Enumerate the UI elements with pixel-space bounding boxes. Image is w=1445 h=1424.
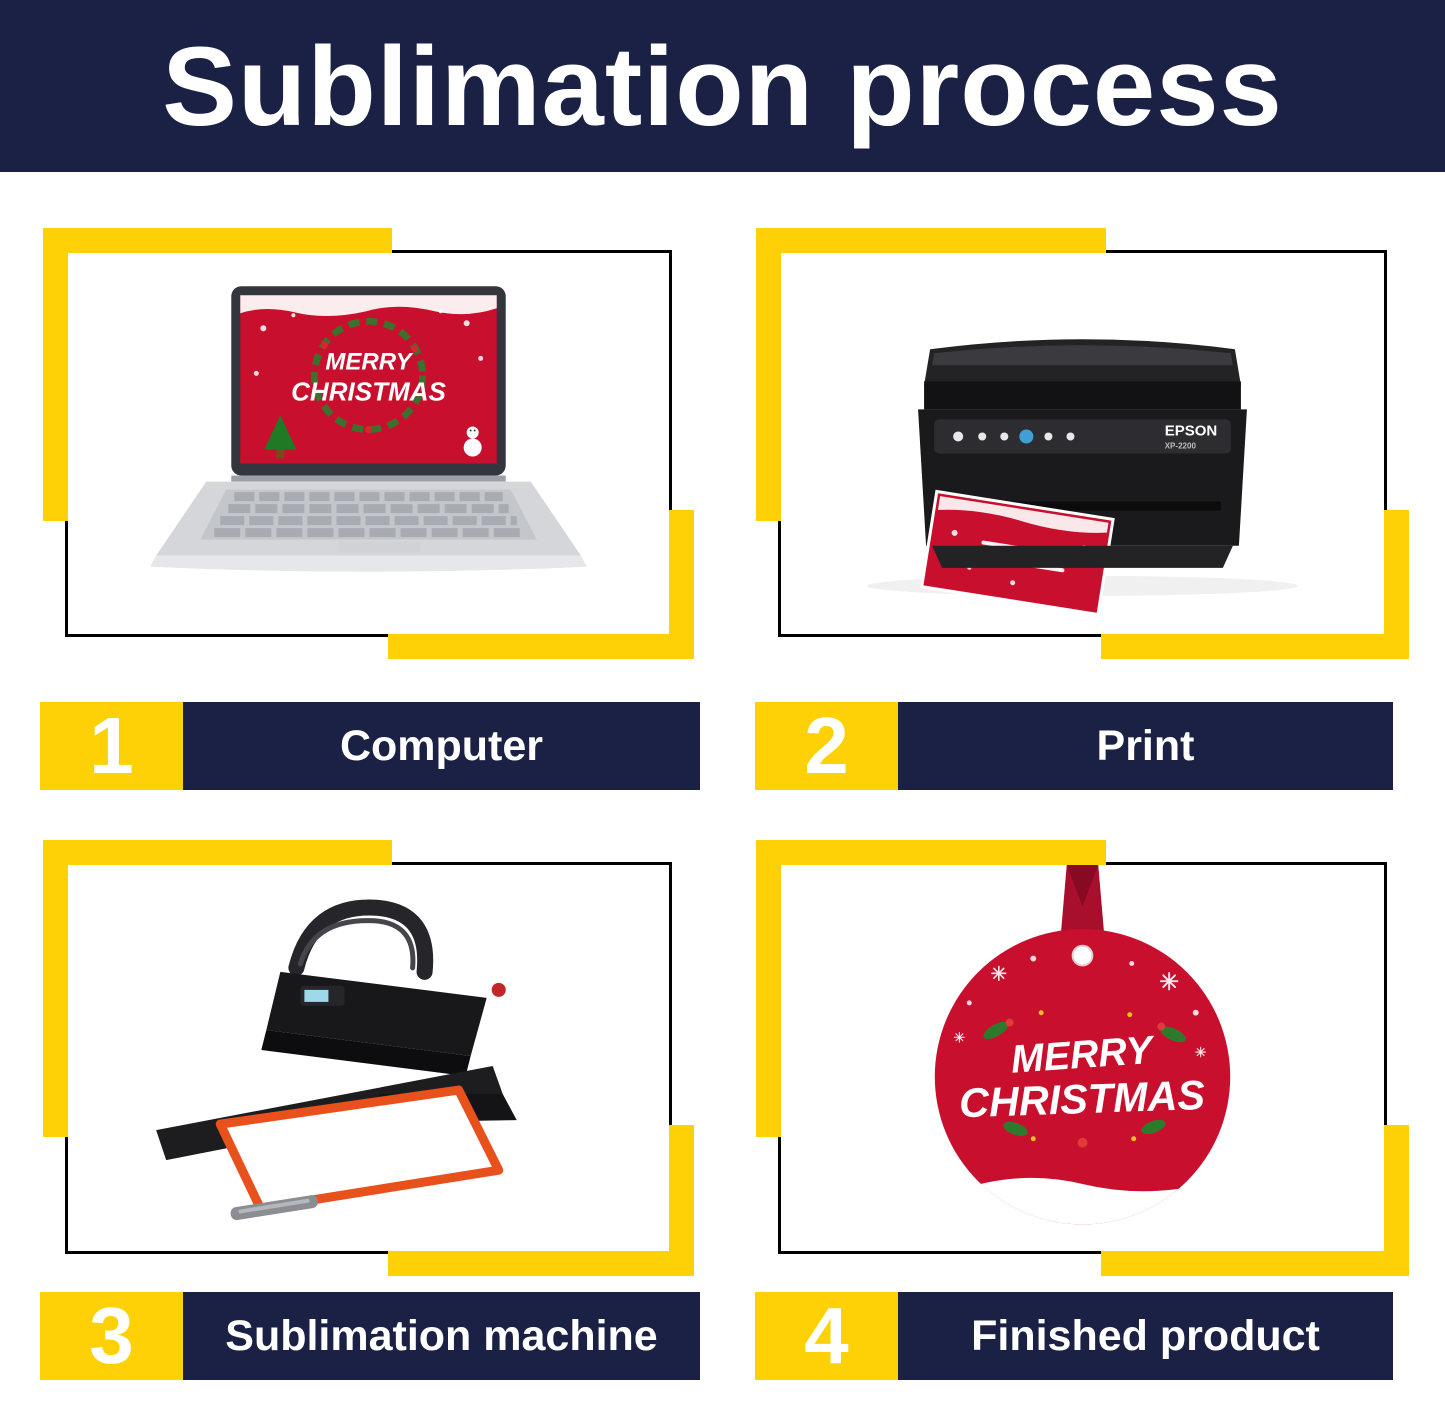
page-title: Sublimation process [162, 23, 1283, 149]
laptop-illustration: MERRY CHRISTMAS [150, 286, 587, 572]
step-2: 2 Print [755, 701, 1393, 790]
ornament-text-christmas: CHRISTMAS [958, 1072, 1206, 1127]
step-2-number: 2 [755, 701, 898, 790]
heat-press-illustration [156, 899, 517, 1221]
header: Sublimation process [0, 0, 1445, 172]
step-1: 1 Computer [40, 701, 700, 790]
step-1-number: 1 [40, 701, 183, 790]
panel-sublimation-machine [43, 840, 694, 1276]
step-3-number: 3 [40, 1291, 183, 1380]
step-3-label: Sublimation machine [183, 1292, 700, 1380]
laptop-screen-text-merry: MERRY [325, 348, 413, 375]
panel-computer: MERRY CHRISTMAS [43, 228, 694, 659]
step-4: 4 Finished product [755, 1291, 1393, 1380]
printer-model-text: XP-2200 [1165, 442, 1197, 451]
ornament-text-merry: MERRY [1009, 1028, 1157, 1082]
panel-print: EPSON XP-2200 [756, 228, 1409, 659]
step-4-number: 4 [755, 1291, 898, 1380]
step-1-label: Computer [183, 702, 700, 790]
step-4-label: Finished product [898, 1292, 1393, 1380]
printer-illustration: EPSON XP-2200 [866, 339, 1299, 617]
step-3: 3 Sublimation machine [40, 1291, 700, 1380]
ornament-illustration: MERRY CHRISTMAS [934, 865, 1231, 1225]
printer-brand-text: EPSON [1165, 422, 1218, 439]
step-2-label: Print [898, 702, 1393, 790]
panel-finished-product: MERRY CHRISTMAS [756, 840, 1409, 1276]
laptop-screen-text-christmas: CHRISTMAS [291, 376, 446, 406]
